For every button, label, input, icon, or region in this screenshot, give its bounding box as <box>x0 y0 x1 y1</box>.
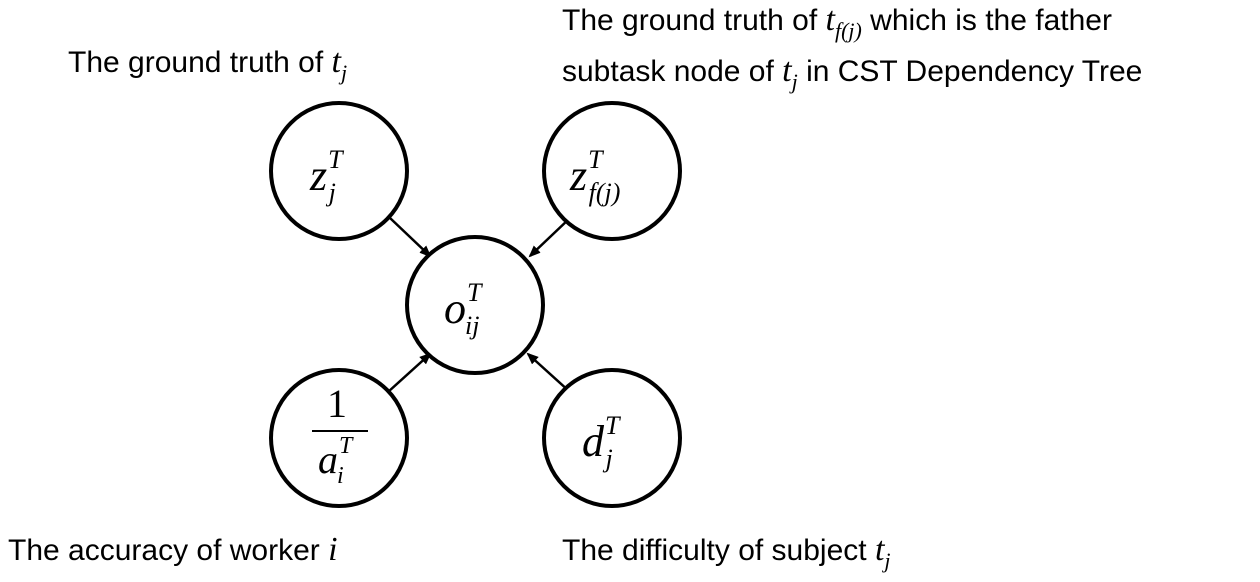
caption-top-right-line-1: The ground truth of tf(j) which is the f… <box>562 1 1112 43</box>
edge-d-j-to-o-ij <box>526 352 571 393</box>
caption-top-right-line-2: subtask node of tj in CST Dependency Tre… <box>562 52 1142 94</box>
svg-text:zTf(j): zTf(j) <box>569 145 620 207</box>
svg-text:zTj: zTj <box>309 145 344 207</box>
svg-text:1: 1 <box>327 381 347 426</box>
edge-z-j-to-o-ij <box>389 217 432 258</box>
svg-text:aTi: aTi <box>318 433 354 489</box>
caption-top-left: The ground truth of tj <box>68 43 347 85</box>
caption-bottom-left: The accuracy of worker i <box>8 531 338 568</box>
caption-bottom-right: The difficulty of subject tj <box>562 531 891 573</box>
edge-a-i-to-o-ij <box>387 352 432 393</box>
svg-text:dTj: dTj <box>582 411 621 473</box>
edge-z-fj-to-o-ij <box>528 217 571 258</box>
